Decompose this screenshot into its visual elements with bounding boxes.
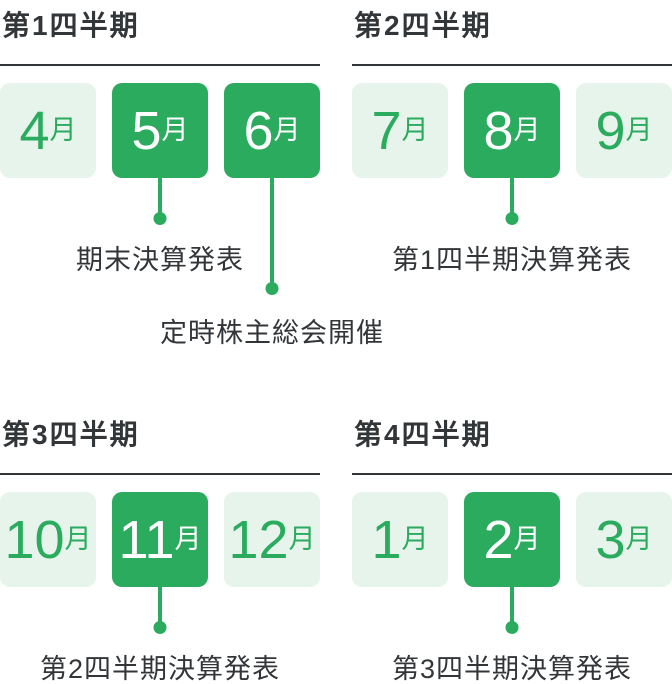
- divider: [0, 64, 320, 66]
- month-suffix: 月: [513, 524, 541, 554]
- event-label-q3-results: 第3四半期決算発表: [391, 654, 633, 684]
- quarter-1-title: 第1四半期: [2, 10, 140, 41]
- divider: [352, 64, 672, 66]
- month-number: 6: [243, 100, 274, 161]
- month-suffix: 月: [513, 115, 541, 145]
- connector-line-august: [510, 178, 514, 224]
- divider: [352, 473, 672, 475]
- month-number: 2: [483, 509, 514, 570]
- month-number: 7: [371, 100, 402, 161]
- quarter-4-title: 第4四半期: [354, 419, 492, 450]
- connector-line-november: [158, 587, 162, 633]
- month-suffix: 月: [625, 524, 653, 554]
- month-number: 3: [595, 509, 626, 570]
- month-suffix: 月: [625, 115, 653, 145]
- month-suffix: 月: [49, 115, 77, 145]
- connector-line-may: [158, 178, 162, 224]
- connector-line-february: [510, 587, 514, 633]
- event-label-q2-results: 第2四半期決算発表: [39, 654, 281, 684]
- month-number: 10: [4, 509, 65, 570]
- month-suffix: 月: [161, 115, 189, 145]
- month-number: 9: [595, 100, 626, 161]
- event-label-year-end-results: 期末決算発表: [76, 245, 244, 275]
- connector-line-june: [270, 178, 274, 294]
- month-number: 1: [371, 509, 402, 570]
- quarter-3-title: 第3四半期: [2, 419, 140, 450]
- month-suffix: 月: [273, 115, 301, 145]
- month-suffix: 月: [64, 524, 92, 554]
- event-label-shareholders-meeting: 定時株主総会開催: [160, 318, 384, 348]
- month-number: 5: [131, 100, 162, 161]
- month-suffix: 月: [288, 524, 316, 554]
- month-suffix: 月: [401, 115, 429, 145]
- month-number: 4: [19, 100, 50, 161]
- event-label-q1-results: 第1四半期決算発表: [391, 245, 633, 275]
- month-number: 8: [483, 100, 514, 161]
- month-number: 11: [118, 509, 175, 570]
- quarter-2-title: 第2四半期: [354, 10, 492, 41]
- month-suffix: 月: [401, 524, 429, 554]
- month-number: 12: [228, 509, 289, 570]
- month-suffix: 月: [174, 524, 202, 554]
- divider: [0, 473, 320, 475]
